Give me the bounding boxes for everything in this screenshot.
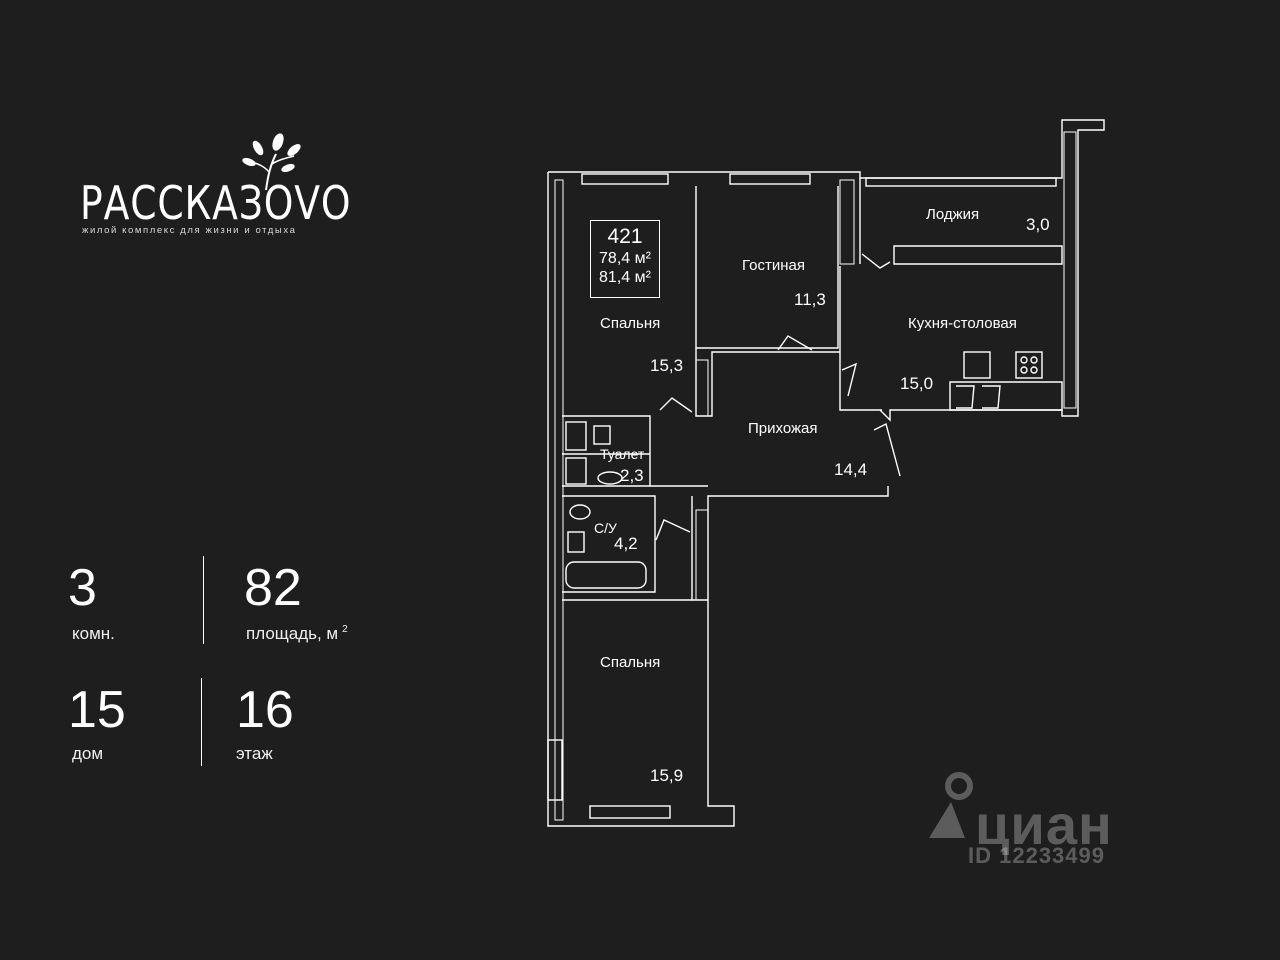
room-area: 15,3 (650, 356, 684, 375)
room-area: 15,0 (900, 374, 934, 393)
area-value: 82 (244, 559, 302, 617)
house-value: 15 (68, 681, 126, 739)
stats-divider (203, 556, 204, 644)
room-name: Туалет (600, 446, 645, 462)
room-name: С/У (594, 520, 617, 536)
watermark-brand: циан (975, 793, 1113, 856)
logo-tagline: жилой комплекс для жизни и отдыха (82, 225, 297, 236)
area-label-text: площадь, м (246, 624, 339, 643)
room-area: 2,3 (620, 466, 644, 485)
floor-value: 16 (236, 681, 294, 739)
floor-label: этаж (236, 744, 273, 763)
tree-leaves-icon (236, 132, 306, 197)
apartment-area-total: 78,4 м² (599, 250, 651, 267)
room-area: 3,0 (1026, 215, 1050, 234)
room-name: Кухня-столовая (908, 315, 1017, 332)
apartment-number: 421 (607, 225, 643, 248)
watermark-id: ID 12233499 (968, 843, 1105, 868)
room-name: Спальня (600, 654, 661, 671)
room-area: 15,9 (650, 766, 684, 785)
apartment-area-with-loggia: 81,4 м² (599, 269, 651, 286)
stats-divider (201, 678, 202, 766)
room-area: 11,3 (794, 290, 826, 309)
room-name: Прихожая (748, 420, 818, 437)
rooms-label: комн. (72, 624, 115, 643)
room-name: Спальня (600, 315, 661, 332)
area-unit-sup: 2 (342, 624, 348, 636)
room-area: 14,4 (834, 460, 868, 479)
apartment-info-badge: 421 78,4 м² 81,4 м² (590, 220, 660, 298)
room-area: 4,2 (614, 534, 638, 553)
rooms-value: 3 (68, 559, 97, 617)
house-label: дом (72, 744, 104, 763)
room-name: Лоджия (926, 206, 980, 223)
logo-wordmark: РАССКАЗОVО (80, 176, 352, 230)
location-pin-icon (925, 772, 973, 847)
room-name: Гостиная (742, 257, 805, 274)
